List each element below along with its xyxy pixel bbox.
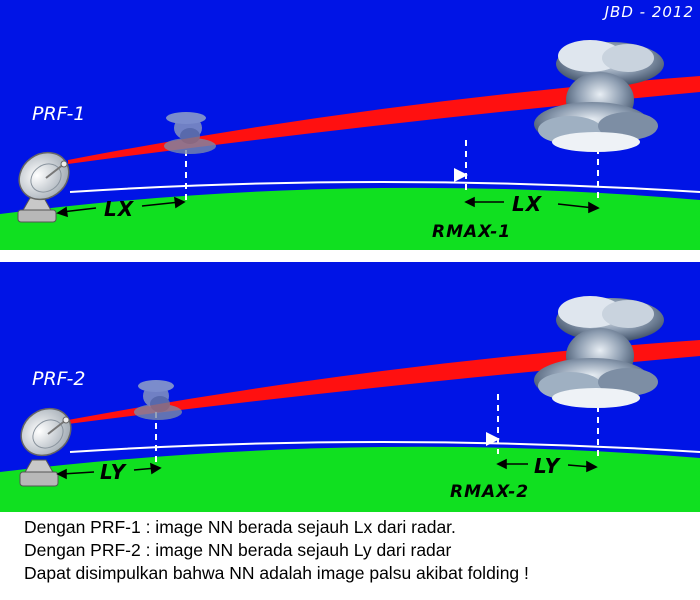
panel-divider: [0, 250, 700, 262]
caption-line-3: Dapat disimpulkan bahwa NN adalah image …: [24, 563, 529, 583]
caption: Dengan PRF-1 : image NN berada sejauh Lx…: [24, 516, 694, 585]
radar-antenna: [19, 407, 72, 487]
rmax-label: RMAX-2: [450, 482, 530, 502]
near-range-label: LX: [104, 197, 135, 221]
radar-beam: [68, 340, 700, 424]
caption-line-1: Dengan PRF-1 : image NN berada sejauh Lx…: [24, 517, 456, 537]
radar-scene-2: [0, 262, 700, 512]
panel-prf-1: PRF-1 LX LX RMAX-1 JBD - 2012: [0, 0, 700, 250]
far-range-label: LX: [512, 192, 543, 216]
ground-range-line: [69, 441, 700, 453]
ground: [0, 446, 700, 512]
panel-prf-2: PRF-2 LY LY RMAX-2: [0, 262, 700, 512]
signature: JBD - 2012: [604, 3, 694, 21]
radar-antenna: [17, 151, 70, 223]
near-range-label: LY: [100, 460, 127, 484]
thunderstorm-cloud: [534, 40, 664, 152]
ghost-echo: [164, 112, 216, 154]
prf-label: PRF-2: [32, 368, 86, 390]
radar-scene-1: [0, 0, 700, 250]
radar-beam: [68, 76, 700, 164]
caption-line-2: Dengan PRF-2 : image NN berada sejauh Ly…: [24, 540, 452, 560]
near-range-arrows: [56, 462, 162, 480]
rmax-arrowhead: [454, 168, 468, 182]
thunderstorm-cloud: [534, 296, 664, 408]
far-range-label: LY: [534, 454, 561, 478]
ground-range-line: [69, 181, 700, 193]
rmax-label: RMAX-1: [432, 222, 512, 242]
rmax-arrowhead: [486, 432, 500, 446]
far-range-arrows: [464, 196, 600, 214]
prf-label: PRF-1: [32, 103, 86, 125]
far-range-arrows: [496, 458, 598, 473]
near-range-arrows: [56, 196, 186, 218]
ghost-echo: [134, 380, 182, 420]
